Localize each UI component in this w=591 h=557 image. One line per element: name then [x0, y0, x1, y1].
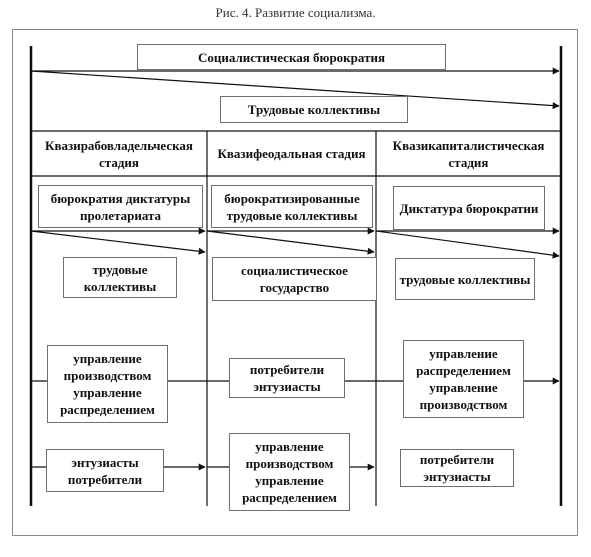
box-col3-labor-collectives: трудовые коллективы	[395, 258, 535, 300]
col1-mgmt-distribution: управление распределением	[60, 385, 155, 417]
col3-mgmt-production: управление производством	[419, 380, 508, 412]
col1-enthusiasts: энтузиасты	[71, 454, 139, 470]
col2-mgmt-production: управление производством	[245, 439, 334, 471]
col3-consumers: потребители	[419, 452, 495, 467]
box-col2-mid: потребители энтузиасты	[229, 358, 345, 398]
box-col1-bottom: энтузиасты потребители	[46, 449, 164, 492]
stage-header-1: Квазирабовладельческая стадия	[33, 133, 205, 174]
col2-mgmt-distribution: управление распределением	[242, 473, 337, 505]
stage-header-3: Квазикапиталистическая стадия	[378, 133, 559, 174]
figure-frame	[12, 29, 578, 536]
box-socialist-bureaucracy: Социалистическая бюрократия	[137, 44, 446, 70]
box-labor-collectives-top: Трудовые коллективы	[220, 96, 408, 123]
col2-consumers: потребители	[249, 362, 325, 377]
col2-enthusiasts: энтузиасты	[253, 379, 321, 394]
box-col3-bottom: потребители энтузиасты	[400, 449, 514, 487]
box-col1-management: управление производством управление расп…	[47, 345, 168, 423]
box-col3-management: управление распределением управление про…	[403, 340, 524, 418]
box-dictatorship-proletariat-bureaucracy: бюрократия диктатуры пролетариата	[38, 185, 203, 228]
col1-mgmt-production: управление производством	[63, 351, 152, 383]
stage-header-2: Квазифеодальная стадия	[209, 133, 374, 174]
box-col1-labor-collectives: трудовые коллективы	[63, 257, 177, 298]
figure-caption: Рис. 4. Развитие социализма.	[215, 5, 376, 20]
top-arrow-diagonal	[30, 70, 560, 110]
box-socialist-state: социалистическое государство	[212, 257, 377, 301]
box-dictatorship-bureaucracy: Диктатура бюрократии	[393, 186, 545, 230]
box-bureaucratized-collectives: бюрократизированные трудовые коллективы	[211, 185, 373, 228]
col1-consumers: потребители	[67, 471, 143, 487]
col3-mgmt-distribution: управление распределением	[416, 346, 511, 378]
col3-enthusiasts: энтузиасты	[423, 469, 491, 484]
box-col2-management: управление производством управление расп…	[229, 433, 350, 511]
